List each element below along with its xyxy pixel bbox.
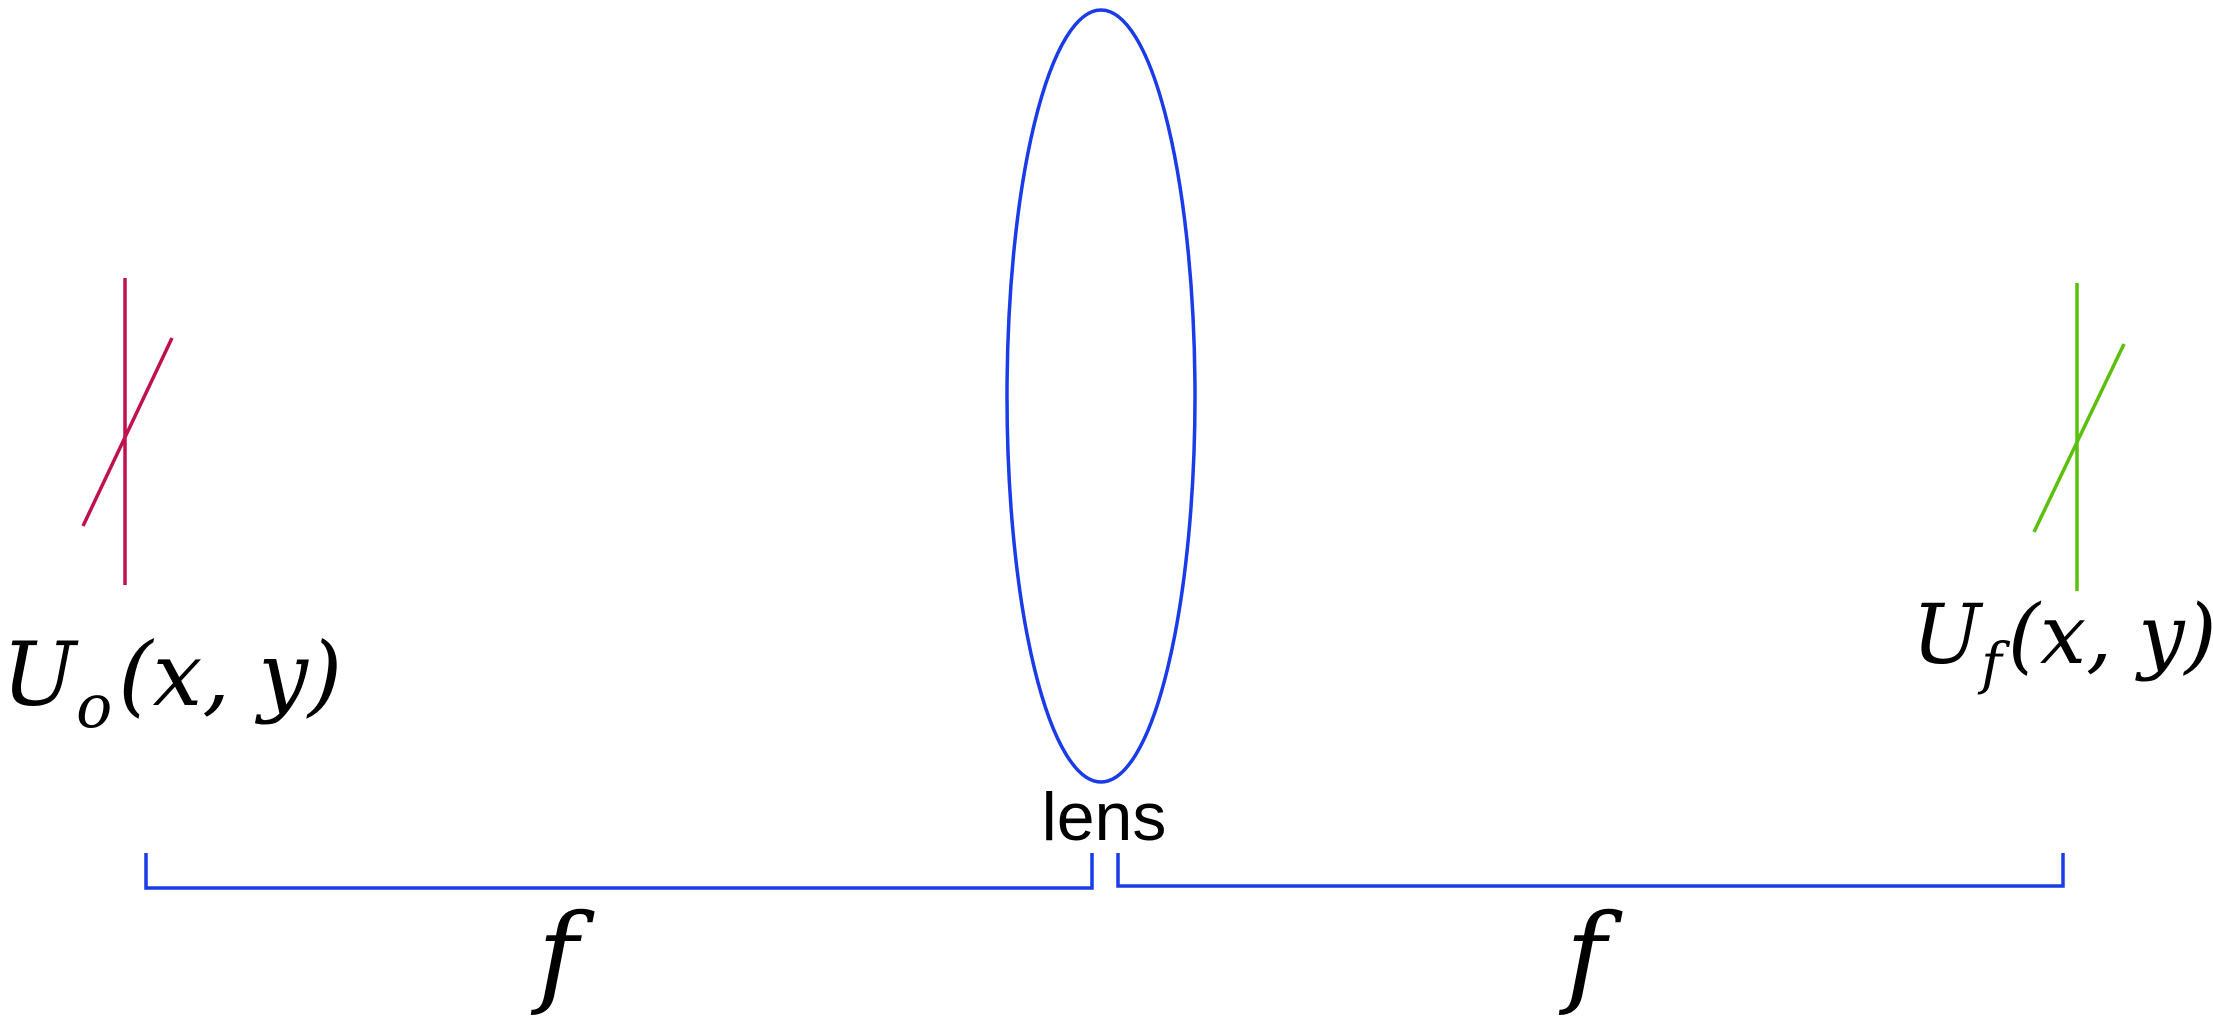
right-distance-bracket	[1116, 853, 2065, 888]
left-distance-bracket	[144, 853, 1094, 890]
lens-label: lens	[1042, 779, 1167, 855]
object-plane-slanted-line	[81, 337, 174, 527]
object-field-symbol: U	[2, 623, 79, 726]
object-field-args: (x, y)	[118, 623, 342, 726]
image-plane	[2032, 283, 2126, 591]
right-focal-distance-label: f	[1559, 890, 1623, 1018]
object-field-label: Uo(x, y)	[2, 623, 342, 742]
left-focal-distance-label: f	[531, 890, 595, 1018]
object-field-subscript: o	[76, 672, 112, 742]
lens-ellipse	[1005, 8, 1197, 784]
image-field-symbol: U	[1912, 588, 1984, 683]
image-field-subscript: f	[1977, 632, 2011, 697]
image-plane-slanted-line	[2032, 343, 2126, 533]
object-plane	[81, 278, 174, 585]
image-field-args: (x, y)	[2008, 588, 2213, 683]
image-field-label: Uf(x, y)	[1912, 588, 2213, 697]
